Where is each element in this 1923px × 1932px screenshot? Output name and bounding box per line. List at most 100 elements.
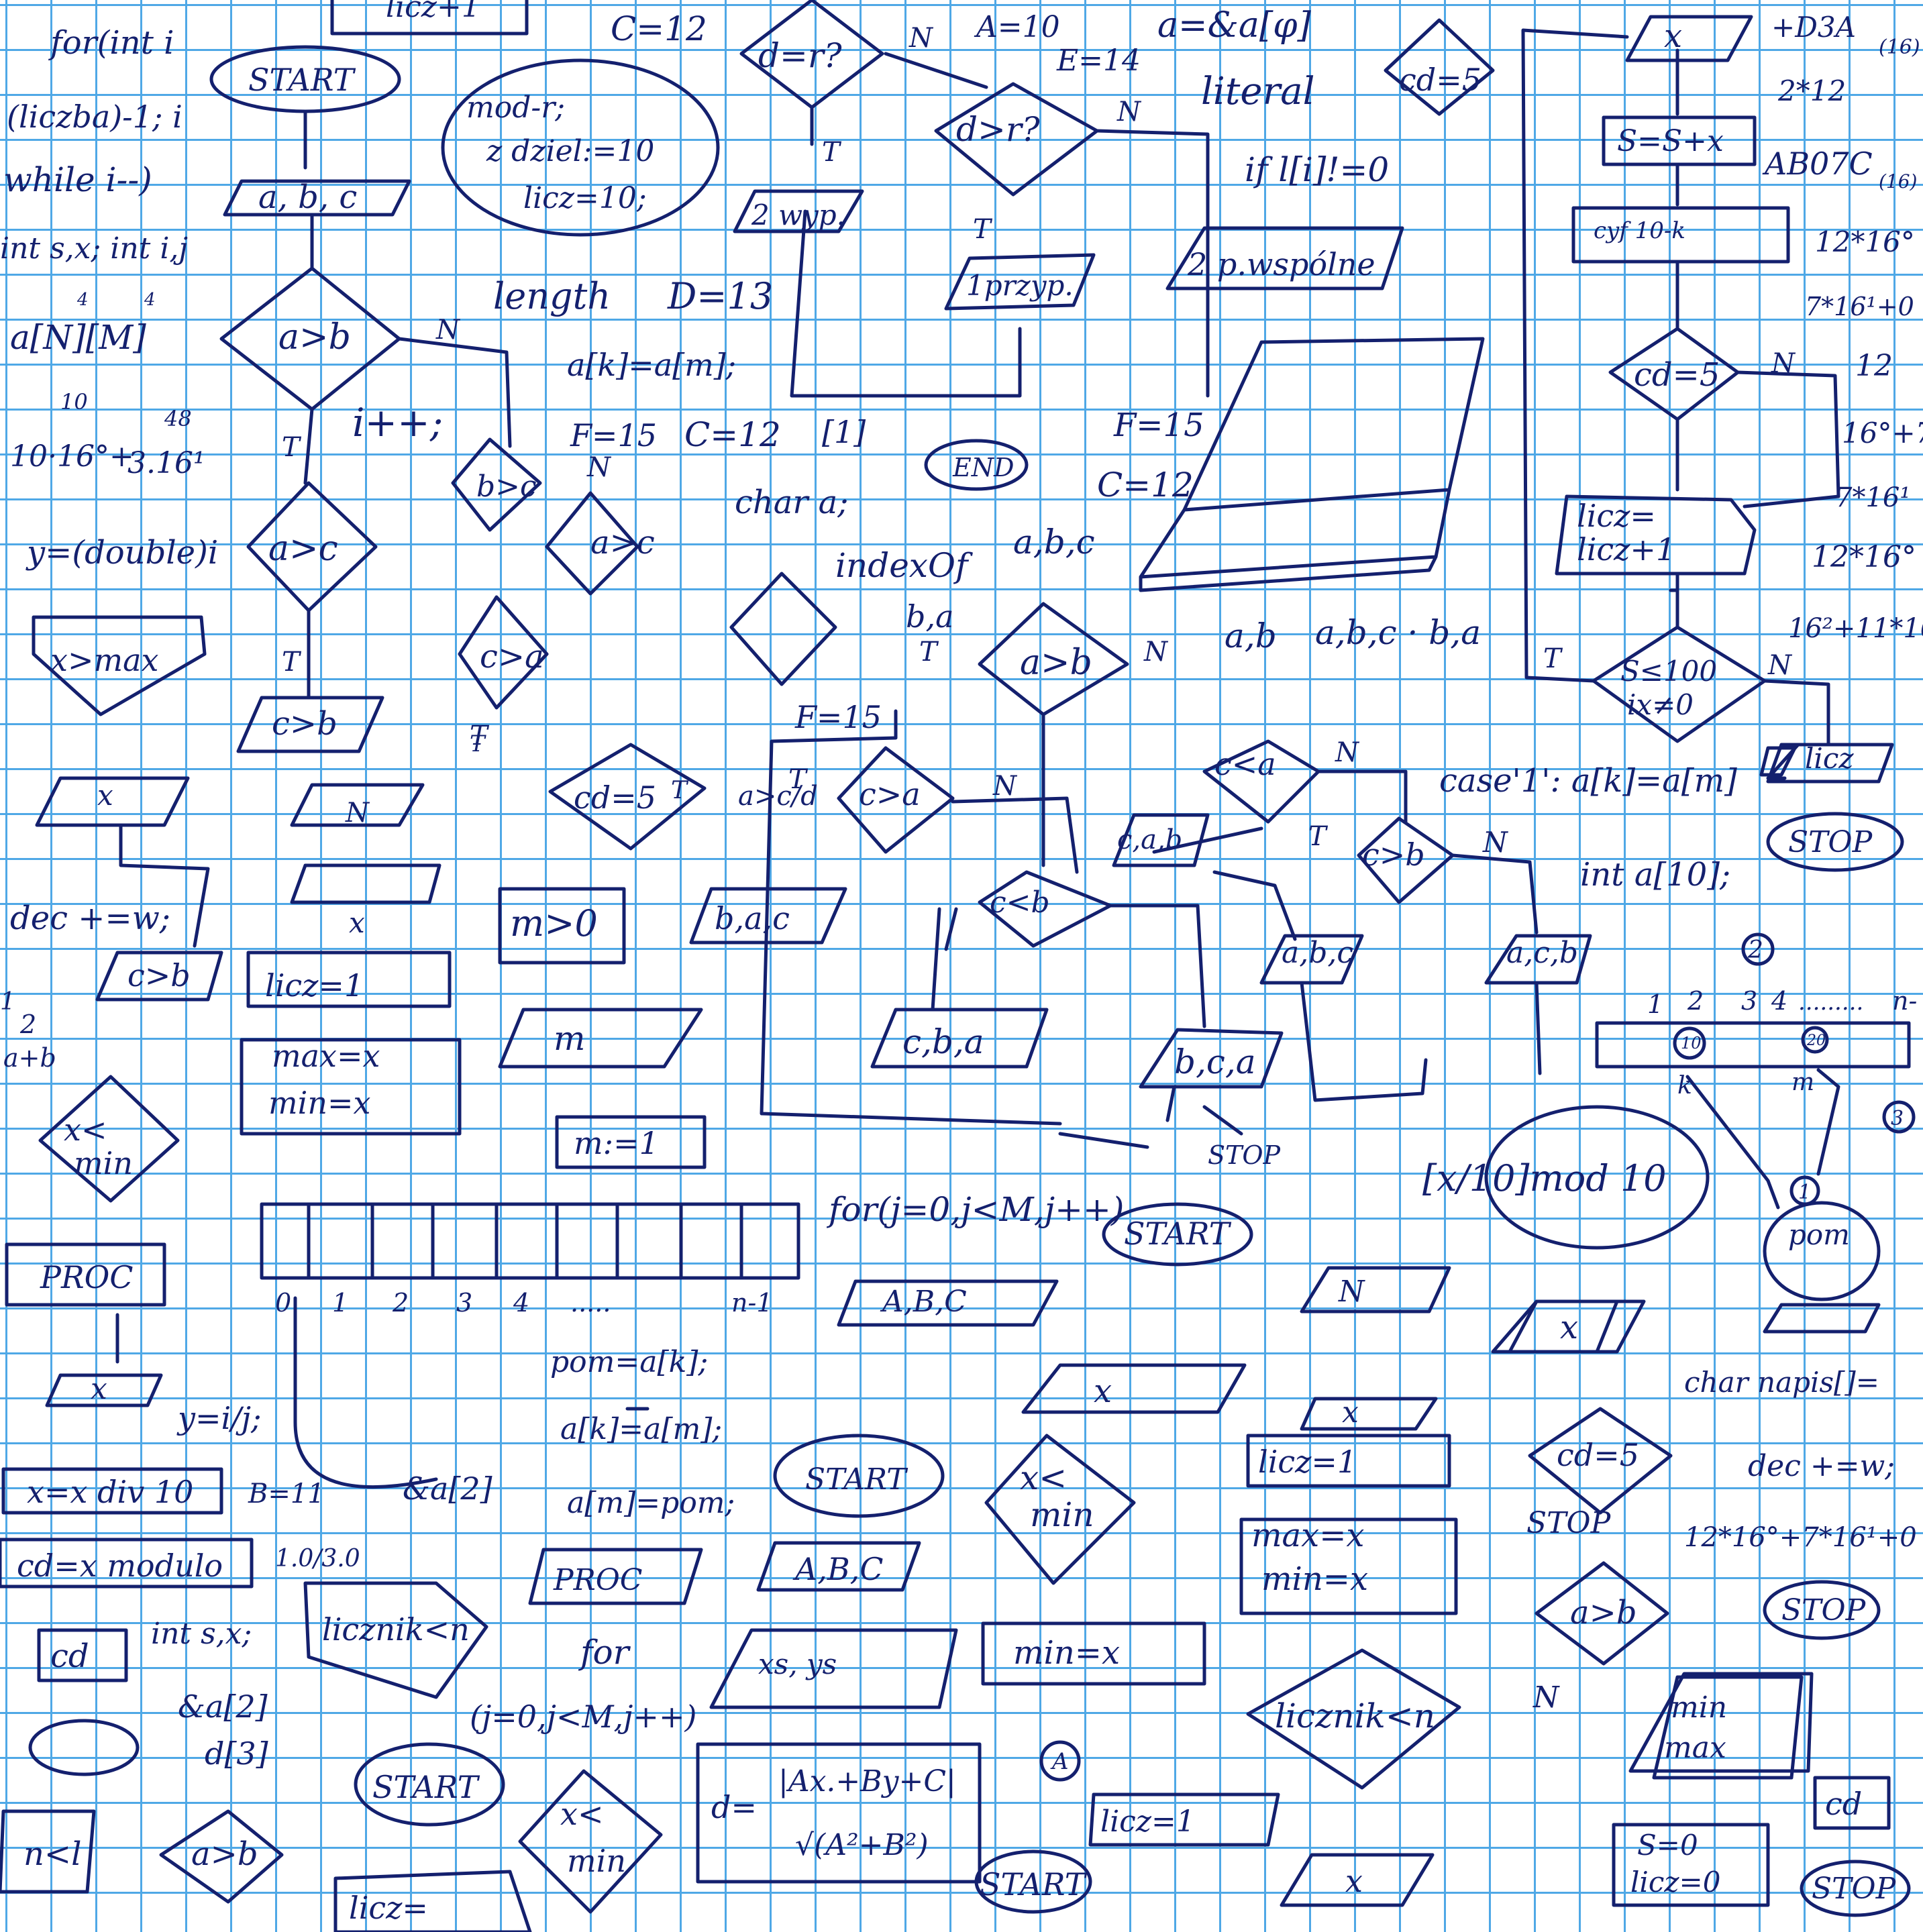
label: pom: [1788, 1218, 1850, 1251]
label: N: [1338, 1275, 1365, 1309]
label: 4: [76, 290, 89, 310]
label: N: [1335, 737, 1360, 768]
label: c,a,b: [1117, 824, 1182, 855]
label: cd=5: [1557, 1437, 1639, 1473]
label: A: [1050, 1748, 1069, 1775]
label: 2 wyp.: [751, 199, 845, 231]
array-cells: [309, 1204, 741, 1278]
label: START: [372, 1769, 480, 1805]
stop-terminator: [30, 1721, 138, 1774]
label: dec +=w;: [10, 900, 170, 937]
label: 2*12: [1777, 74, 1846, 107]
label: literal: [1201, 70, 1315, 113]
label: for: [578, 1633, 631, 1672]
label: [x/10]mod 10: [1422, 1157, 1667, 1199]
label: T: [822, 137, 842, 168]
label: A,B,C: [880, 1285, 967, 1319]
label: T: [470, 731, 486, 757]
label: 1: [1647, 989, 1663, 1019]
label: cd=5: [1399, 62, 1482, 98]
label: T: [1308, 821, 1329, 852]
label: dec +=w;: [1748, 1449, 1895, 1483]
label: 12*16°+7*16¹+0: [1684, 1522, 1917, 1553]
label: x=x div 10: [27, 1474, 193, 1510]
io-box: [1627, 17, 1751, 60]
label: int s,x; int i,j: [0, 231, 188, 266]
label: 1przyp.: [966, 269, 1074, 302]
label: n-1: [731, 1288, 773, 1318]
label: 16°+7: [1842, 417, 1923, 449]
label: licz=1: [1258, 1444, 1357, 1480]
label: STOP: [1208, 1140, 1282, 1170]
label: 12*16°: [1812, 540, 1916, 574]
label: START: [805, 1462, 908, 1497]
connector: [295, 1298, 647, 1487]
label: licz=10;: [523, 181, 647, 215]
label: STOP: [1788, 825, 1873, 859]
label: d=: [711, 1789, 757, 1825]
label: 3: [456, 1288, 472, 1318]
label: a,b,c: [1282, 936, 1353, 970]
label: 48: [164, 406, 192, 431]
label: T: [1543, 643, 1563, 674]
label: B=11: [248, 1479, 325, 1509]
label: START: [980, 1866, 1088, 1902]
label: [1]: [822, 414, 866, 450]
label: a>b: [1570, 1594, 1637, 1631]
label: 1.0/3.0: [275, 1545, 360, 1572]
label: 7*16¹: [1835, 482, 1910, 513]
label: pom=a[k];: [550, 1345, 708, 1379]
label: |Ax.+By+C|: [778, 1764, 956, 1799]
label: mod-r;: [466, 91, 565, 125]
label: 12: [1855, 349, 1893, 383]
label: a+b: [3, 1043, 56, 1073]
label: while i--): [3, 160, 152, 199]
label: max=x: [272, 1038, 380, 1074]
label: x: [1342, 1395, 1359, 1430]
label: x<: [64, 1112, 107, 1148]
label: c>b: [127, 957, 191, 994]
label: y=(double)i: [25, 534, 218, 572]
label: N: [1532, 1680, 1560, 1715]
label: T: [973, 214, 993, 245]
label: S≤100: [1620, 655, 1717, 688]
label: licz=: [349, 1890, 428, 1926]
label: for(int i: [48, 24, 174, 62]
label: S=0: [1637, 1829, 1698, 1862]
label: √(A²+B²): [795, 1828, 929, 1862]
label: 10·16°+: [10, 439, 134, 474]
io-box: [1023, 1365, 1245, 1412]
label: 1: [1798, 1181, 1811, 1204]
label: PROC: [553, 1563, 642, 1597]
label: 2 p.wspólne: [1187, 246, 1375, 282]
label: length: [493, 275, 611, 317]
label: 2: [1747, 936, 1763, 964]
label: 2: [392, 1288, 409, 1318]
label: c>b: [1362, 837, 1425, 873]
label: A,B,C: [792, 1551, 883, 1587]
label: cyf 10-k: [1594, 217, 1685, 244]
connector: [792, 54, 1208, 396]
label: (j=0,j<M,j++): [470, 1699, 696, 1735]
io-box: [1302, 1268, 1449, 1311]
label: &a[2]: [403, 1470, 492, 1507]
label: N: [1767, 650, 1793, 681]
label: min: [1030, 1495, 1094, 1534]
label: T: [788, 764, 809, 795]
label: &a[2]: [178, 1688, 268, 1725]
label: ix≠0: [1627, 688, 1694, 721]
label: F=15: [570, 417, 657, 453]
label: 3.16¹: [127, 446, 205, 480]
label: d>r?: [956, 110, 1041, 149]
label: a>b: [191, 1835, 258, 1873]
label: a=&a[φ]: [1157, 5, 1312, 46]
label: cd=x modulo: [17, 1548, 223, 1584]
label: d[3]: [205, 1735, 268, 1772]
label: c>a: [859, 776, 921, 812]
label: a,c,b: [1506, 936, 1578, 970]
label: 4: [513, 1288, 529, 1318]
label: min: [1671, 1690, 1727, 1725]
label: a[N][M]: [10, 318, 146, 357]
label: a>c: [590, 524, 655, 561]
